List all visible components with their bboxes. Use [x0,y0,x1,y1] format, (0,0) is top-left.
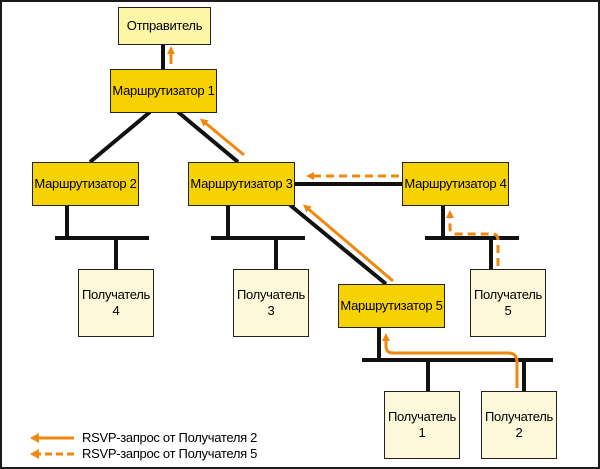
router-label: Маршрутизатор 3 [190,176,293,191]
receiver-4: Получатель 4 [78,269,154,337]
legend-item-dashed: RSVP-запрос от Получателя 5 [30,446,257,461]
receiver-label: Получатель [236,287,306,302]
receiver-label: Получатель [81,287,151,302]
receiver-2: Получатель 2 [481,391,557,459]
dashed-arrow-icon [30,448,74,459]
router-label: Маршрутизатор 4 [404,176,507,191]
link-r1-r2 [88,110,152,164]
router-label: Маршрутизатор 5 [340,298,443,313]
receiver-number: 3 [267,303,275,318]
arrow-rx2-to-r5 [382,333,519,388]
receiver-5: Получатель 5 [470,269,546,337]
link-r3-r5 [288,203,388,286]
arrow-rx5-to-r4 [446,210,500,266]
router-label: Маршрутизатор 2 [34,176,137,191]
link-r1-r3 [176,110,240,164]
router-4: Маршрутизатор 4 [402,162,509,206]
receiver-number: 5 [504,303,512,318]
rsvp-request-rx5 [306,172,500,266]
links [55,44,553,391]
sender-node: Отправитель [118,7,211,45]
router-1: Маршрутизатор 1 [110,69,217,113]
receiver-3: Получатель 3 [233,269,309,337]
legend-label: RSVP-запрос от Получателя 5 [82,446,258,461]
router-label: Маршрутизатор 1 [112,83,215,98]
rsvp-request-rx2 [167,46,519,388]
receiver-number: 1 [418,425,426,440]
solid-arrow-icon [30,432,74,443]
router-5: Маршрутизатор 5 [338,284,445,328]
receiver-label: Получатель [387,409,457,424]
router-3: Маршрутизатор 3 [188,162,295,206]
arrow-r5-to-r3 [302,204,394,283]
arrow-r3-to-r1 [199,118,245,157]
receiver-label: Получатель [473,287,543,302]
receiver-number: 2 [515,425,523,440]
legend-item-solid: RSVP-запрос от Получателя 2 [30,430,257,445]
receiver-number: 4 [112,303,120,318]
receiver-label: Получатель [484,409,554,424]
router-2: Маршрутизатор 2 [32,162,139,206]
receiver-1: Получатель 1 [384,391,460,459]
legend-label: RSVP-запрос от Получателя 2 [82,430,258,445]
sender-label: Отправитель [126,18,203,33]
